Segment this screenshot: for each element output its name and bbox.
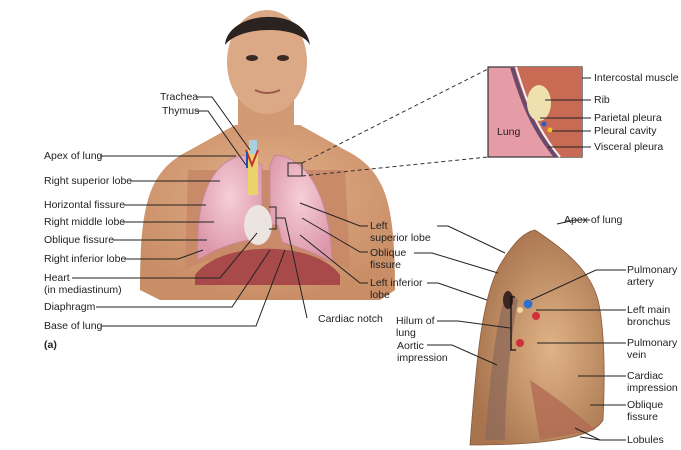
label-pleural-cavity: Pleural cavity bbox=[594, 125, 657, 137]
label-oblique-fissure-mid: Oblique bbox=[370, 247, 407, 259]
label-cardiac-impression-2: impression bbox=[627, 382, 678, 394]
label-trachea: Trachea bbox=[160, 91, 199, 103]
label-left-inferior-lobe-2: lobe bbox=[370, 289, 390, 301]
label-inset-lung: Lung bbox=[497, 126, 521, 138]
label-left-main-bronchus: Left main bbox=[627, 304, 671, 316]
label-visceral-pleura: Visceral pleura bbox=[594, 141, 664, 153]
label-left-inferior-lobe: Left inferior bbox=[370, 277, 423, 289]
label-specimen-oblique-fissure: Oblique bbox=[627, 399, 664, 411]
label-intercostal-muscle: Intercostal muscle bbox=[594, 72, 679, 84]
label-pulmonary-vein: Pulmonary bbox=[627, 337, 678, 349]
label-thymus: Thymus bbox=[162, 105, 200, 117]
label-specimen-oblique-fissure-2: fissure bbox=[627, 411, 658, 423]
label-cardiac-impression: Cardiac bbox=[627, 370, 664, 382]
lung-specimen bbox=[469, 229, 605, 446]
pleura-inset bbox=[487, 66, 583, 159]
label-horizontal-fissure: Horizontal fissure bbox=[44, 199, 126, 211]
label-parietal-pleura: Parietal pleura bbox=[594, 112, 662, 124]
label-oblique-fissure-mid-2: fissure bbox=[370, 259, 401, 271]
label-pulmonary-vein-2: vein bbox=[627, 349, 647, 361]
leader-lines bbox=[72, 77, 626, 441]
label-cardiac-notch: Cardiac notch bbox=[318, 313, 383, 325]
figure-label: (a) bbox=[44, 339, 57, 351]
label-aortic-impression: Aortic bbox=[397, 340, 424, 352]
label-oblique-fissure: Oblique fissure bbox=[44, 234, 115, 246]
label-base-of-lung: Base of lung bbox=[44, 320, 103, 332]
label-heart: Heart bbox=[44, 272, 70, 284]
label-heart-sub: (in mediastinum) bbox=[44, 284, 122, 296]
label-aortic-impression-2: impression bbox=[397, 352, 448, 364]
label-right-middle-lobe: Right middle lobe bbox=[44, 216, 126, 228]
label-left-main-bronchus-2: bronchus bbox=[627, 316, 671, 328]
label-left-superior-lobe: Left bbox=[370, 220, 388, 232]
label-lobules: Lobules bbox=[627, 434, 664, 446]
label-left-superior-lobe-2: superior lobe bbox=[370, 232, 431, 244]
label-pulmonary-artery: Pulmonary bbox=[627, 264, 678, 276]
label-apex-of-lung: Apex of lung bbox=[44, 150, 103, 162]
label-pulmonary-artery-2: artery bbox=[627, 276, 654, 288]
label-specimen-apex: Apex of lung bbox=[564, 214, 623, 226]
label-hilum: Hilum of bbox=[396, 315, 435, 327]
torso-figure bbox=[140, 10, 395, 300]
label-right-superior-lobe: Right superior lobe bbox=[44, 175, 133, 187]
label-diaphragm: Diaphragm bbox=[44, 301, 96, 313]
label-right-inferior-lobe: Right inferior lobe bbox=[44, 253, 127, 265]
label-hilum-2: lung bbox=[396, 327, 416, 339]
label-rib: Rib bbox=[594, 94, 610, 106]
